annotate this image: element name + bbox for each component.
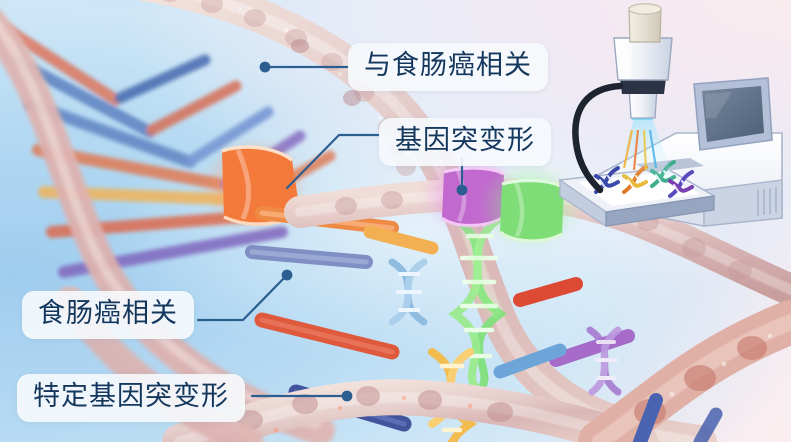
device-cable — [572, 82, 624, 194]
connector-line-3 — [196, 273, 289, 322]
device-screen[interactable] — [693, 77, 773, 151]
device-scan-beam — [614, 110, 674, 186]
annotation-label-esophageal-intestinal-cancer-related[interactable]: 食肠癌相关 — [22, 291, 194, 339]
annotation-label-specific-gene-mutation-type[interactable]: 特定基因突变形 — [17, 374, 245, 422]
dna-band-orange — [203, 139, 307, 231]
dna-backbone-bottom-right — [578, 300, 791, 442]
device-objective-lens — [613, 3, 673, 119]
connector-dot-3 — [281, 269, 293, 281]
connector-dot-2 — [456, 184, 468, 196]
connector-dot-4 — [341, 390, 353, 402]
device-vents — [757, 187, 777, 216]
annotation-label-related-to-esophageal-intestinal-cancer[interactable]: 与食肠癌相关 — [348, 43, 548, 91]
annotation-label-gene-mutation-type[interactable]: 基因突变形 — [379, 118, 551, 166]
connector-dot-1 — [259, 61, 271, 73]
connector-line-2b — [285, 133, 381, 190]
